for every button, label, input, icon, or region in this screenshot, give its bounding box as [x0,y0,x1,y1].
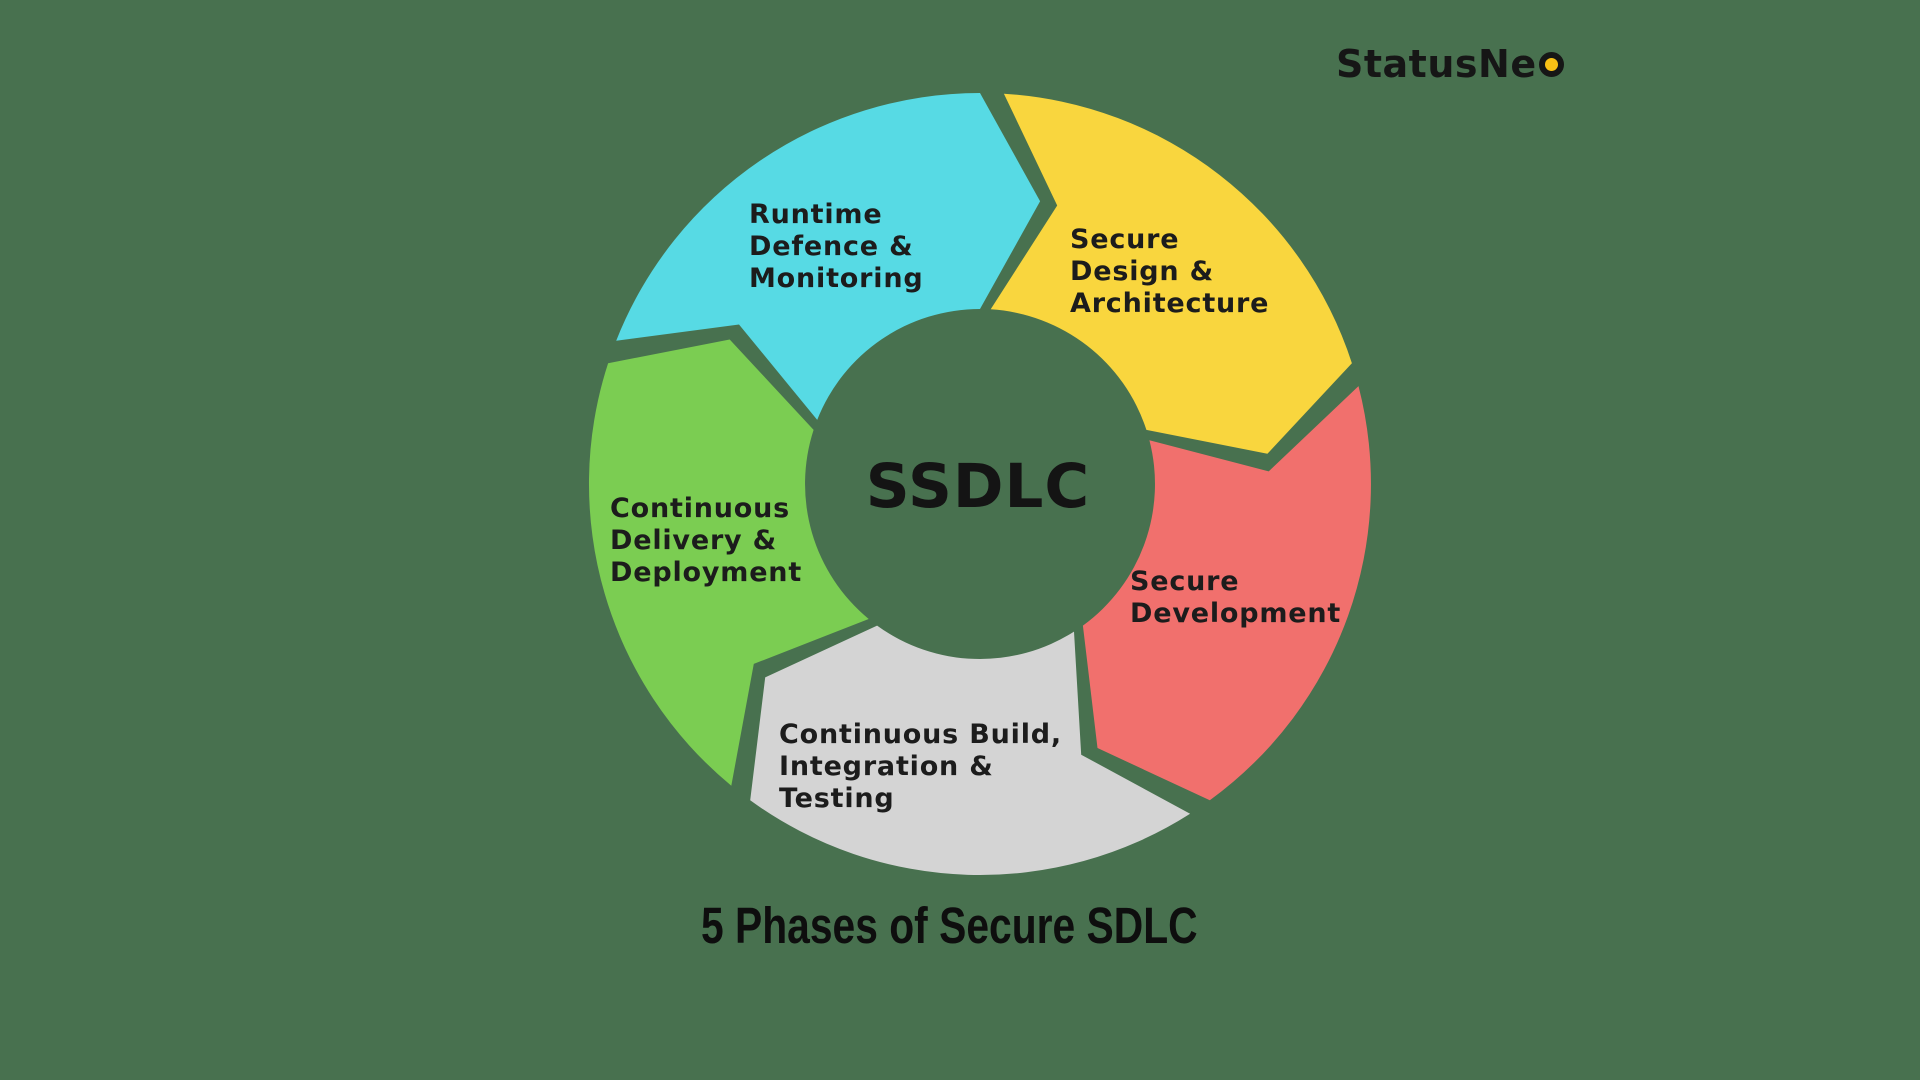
segment-runtime-defence-monitoring [616,92,1041,420]
logo-text-bold: Ne [1478,42,1537,86]
segment-secure-design-architecture [990,93,1352,454]
segment-continuous-delivery-deployment [588,339,869,786]
diagram-title: 5 Phases of Secure SDLC [701,897,1198,954]
statusneo-logo: StatusNe [1336,42,1564,86]
segment-label-continuous-build-integration-testing: Continuous Build,Integration &Testing [779,719,1062,815]
logo-text-regular: Status [1336,42,1479,86]
segment-secure-development [1082,386,1371,801]
segment-continuous-build-integration-testing [750,625,1191,876]
cycle-center-label: SSDLC [865,451,1091,522]
logo-dot-icon [1538,52,1564,77]
